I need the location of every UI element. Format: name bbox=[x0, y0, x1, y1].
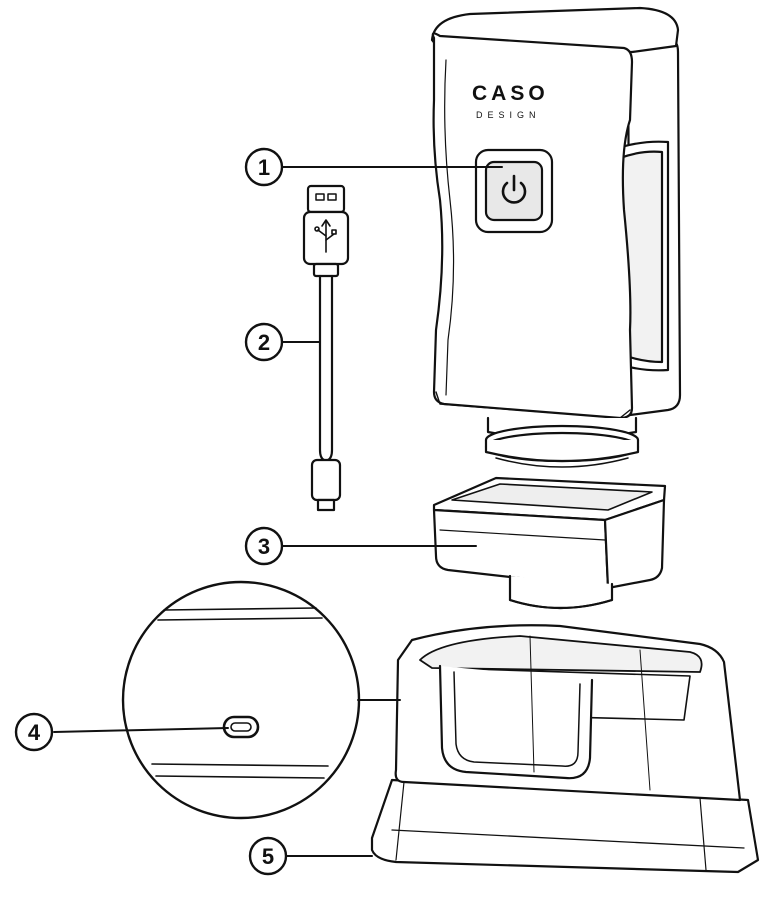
callout-5: 5 bbox=[248, 836, 288, 876]
charging-port-detail bbox=[121, 580, 401, 820]
callout-4-number: 4 bbox=[28, 720, 41, 745]
power-button[interactable] bbox=[474, 148, 554, 234]
brand-sub-text: DESIGN bbox=[476, 110, 541, 120]
callout-1: 1 bbox=[244, 147, 284, 187]
usb-symbol-icon bbox=[314, 219, 337, 253]
callout-3: 3 bbox=[244, 526, 284, 566]
device-body bbox=[430, 6, 682, 420]
charging-base bbox=[370, 624, 760, 874]
callout-2: 2 bbox=[244, 322, 284, 362]
drip-cup bbox=[432, 476, 667, 610]
charging-port bbox=[222, 715, 260, 739]
callout-5-number: 5 bbox=[262, 844, 274, 869]
power-icon bbox=[501, 174, 527, 204]
grinder-ring bbox=[484, 416, 640, 468]
callout-3-number: 3 bbox=[258, 534, 270, 559]
leader-lines bbox=[53, 166, 503, 857]
callout-1-number: 1 bbox=[258, 155, 270, 180]
callout-2-number: 2 bbox=[258, 330, 270, 355]
usb-cable bbox=[302, 184, 350, 512]
callout-4: 4 bbox=[14, 712, 54, 752]
brand-logo-text: CASO bbox=[472, 82, 549, 105]
